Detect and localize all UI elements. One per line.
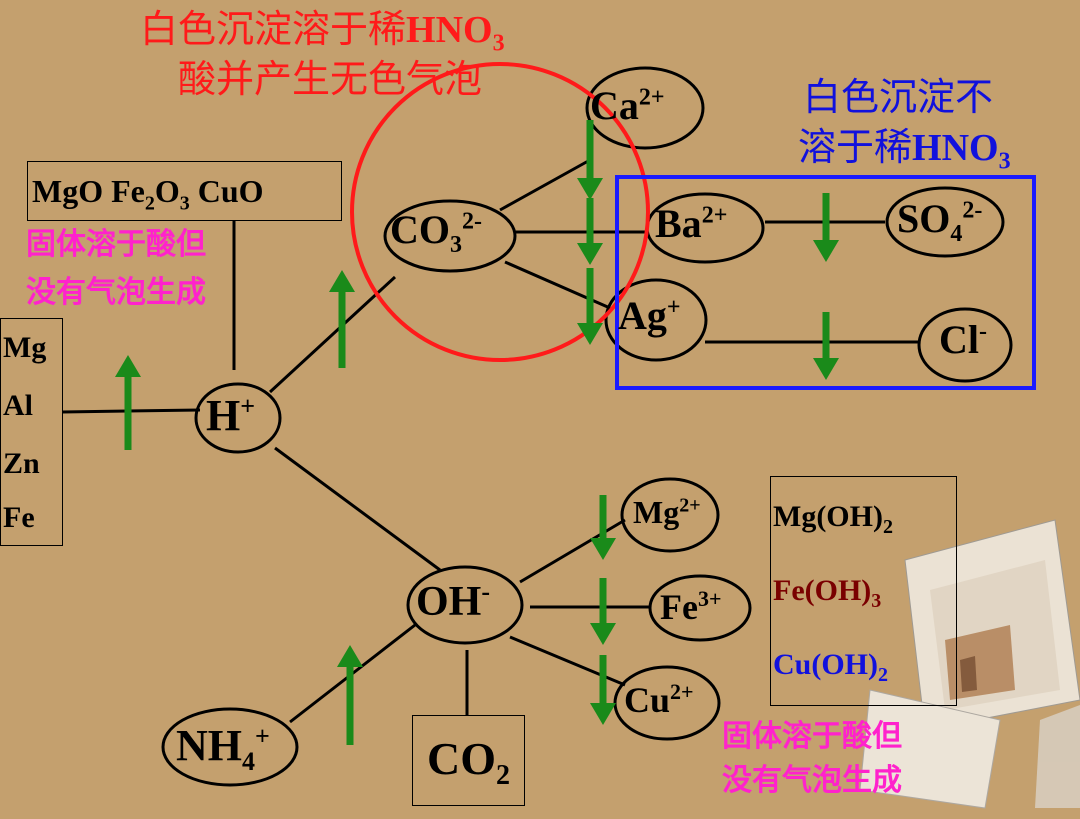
metal-al: Al [3,389,33,422]
ellipse-oh [406,565,524,645]
ellipse-fe [648,574,752,642]
metal-fe: Fe [3,501,35,534]
metal-zn: Zn [3,447,40,480]
red-caption-formula: HNO3 [406,9,505,57]
ion-ba: Ba2+ [655,201,728,246]
ion-ca: Ca2+ [590,83,665,128]
arrow-up-metals-head [115,355,141,377]
magenta-left-line1: 固体溶于酸但 [26,227,206,262]
ellipse-h [194,382,282,454]
arrow-down-ca-head [577,178,603,200]
arrow-up-co3-head [329,270,355,292]
line-co3-ag [504,260,611,310]
ellipse-cl [917,307,1013,383]
hydroxide-cu: Cu(OH)2 [773,648,888,686]
ion-fe: Fe3+ [660,586,722,627]
red-caption-text: 白色沉淀溶于稀 [140,7,407,51]
ion-h: H+ [206,391,256,440]
ion-so4: SO42- [897,196,983,247]
line-h-co3 [268,275,397,394]
line-oh-cu [509,635,626,687]
arrow-down-cu-head [590,703,616,725]
blue-caption-line1: 白色沉淀不 [803,75,994,119]
ion-nh4: NH4+ [176,721,270,776]
ion-cl: Cl- [939,317,987,362]
hydroxides-box: Mg(OH)2 Fe(OH)3 Cu(OH)2 [770,476,957,706]
oxides-box: MgO Fe2O3 CuO [27,161,342,221]
red-circle-outline [350,62,650,362]
ion-co3: CO32- [390,207,482,258]
line-co3-ca [499,158,591,212]
magenta-right-line1: 固体溶于酸但 [722,719,902,754]
arrow-down-fe-head [590,623,616,645]
photo-decoration [859,519,1080,809]
magenta-right-line2: 没有气泡生成 [722,763,902,798]
ion-ag: Ag+ [618,293,681,338]
ion-oh: OH- [416,577,491,625]
hydroxide-fe: Fe(OH)3 [773,574,882,612]
arrows-group [115,120,839,745]
ion-mg: Mg2+ [633,494,701,530]
arrow-up-nh4-head [337,645,363,667]
red-caption-line1: 白色沉淀溶于稀HNO3 [140,8,505,65]
ellipse-ca [585,66,705,150]
magenta-left-line2: 没有气泡生成 [26,275,206,310]
metals-box: Mg Al Zn Fe [0,318,63,546]
arrow-down-so4-head [813,240,839,262]
line-h-oh [274,446,441,572]
arrow-down-mg-head [590,538,616,560]
metal-mg: Mg [3,331,47,364]
ellipse-ag [604,278,708,362]
co2-box: CO2 [412,715,525,806]
ion-cu: Cu2+ [624,679,694,720]
ellipse-so4 [885,186,1005,258]
blue-caption-line2: 溶于稀HNO3 [798,125,1011,175]
hydroxide-mg: Mg(OH)2 [773,500,893,538]
line-oh-mg [519,518,626,584]
red-caption-line2: 酸并产生无色气泡 [178,57,483,101]
blue-box-outline [615,175,1036,390]
arrow-down-cl-head [813,358,839,380]
arrow-down-ag-head [577,323,603,345]
arrow-down-ba-head [577,243,603,265]
ellipse-mg [620,477,720,553]
ellipse-nh4 [161,707,299,787]
ellipse-co3 [383,199,517,273]
